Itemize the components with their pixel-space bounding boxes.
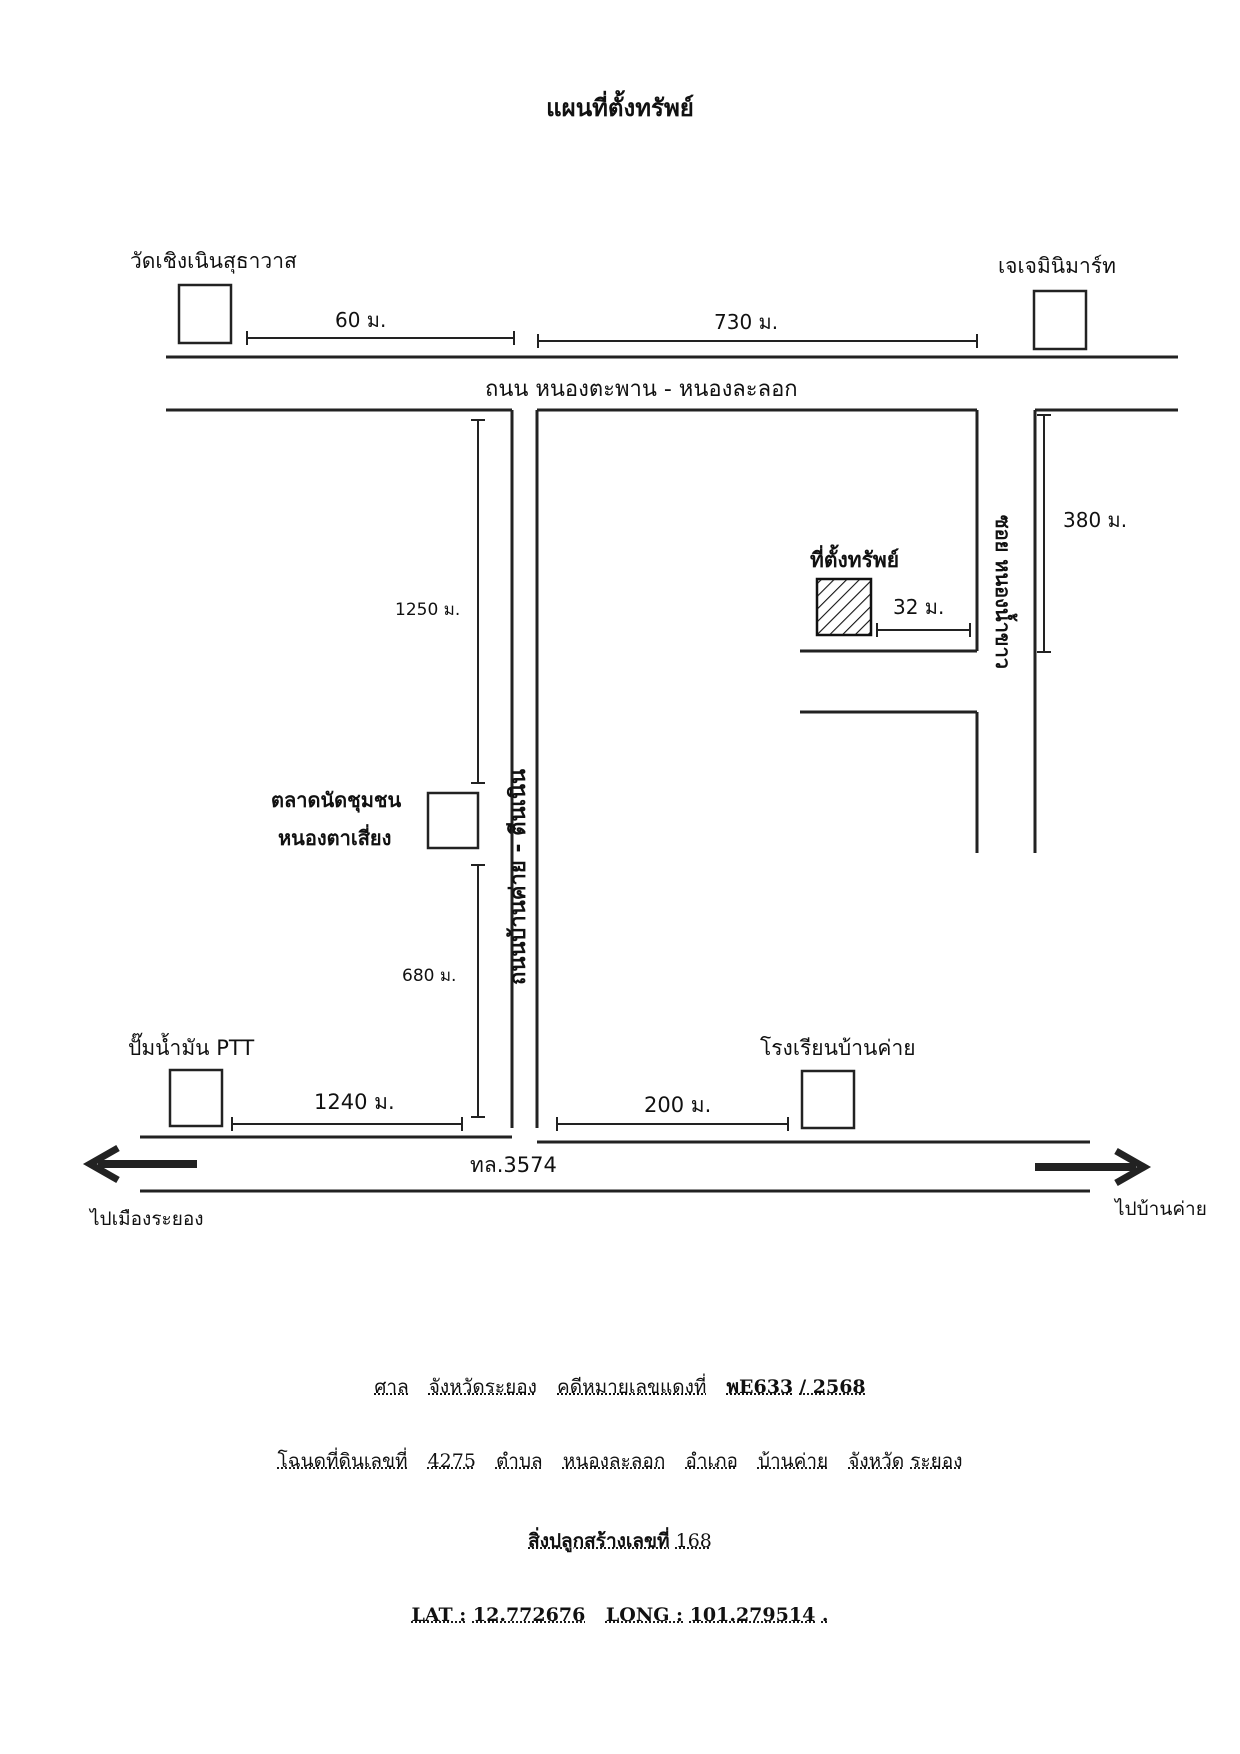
distance-200-label: 200 ม. [644,1093,711,1117]
distance-60-label: 60 ม. [335,308,386,332]
subdistrict-value: หนองละลอก [562,1450,666,1472]
vertical-road-label: ถนนบ้านค่าย - ตีนเนิน [506,769,531,985]
distance-380-label: 380 ม. [1063,508,1127,532]
case-year: / 2568 [799,1376,866,1398]
direction-right-label: ไปบ้านค่าย [1113,1198,1207,1220]
province-value: ระยอง [910,1450,963,1472]
distance-1240-label: 1240 ม. [314,1090,395,1114]
market-box [426,791,480,850]
minimart-label: เจเจมินิมาร์ท [998,254,1116,278]
highway-label: ทล.3574 [470,1153,557,1177]
long-label: LONG : [605,1604,684,1626]
distance-680-label: 680 ม. [402,966,456,986]
case-number: พE633 [726,1376,794,1398]
deed-number: 4275 [427,1450,476,1472]
building-number: 168 [675,1530,712,1552]
gas-station-box [168,1068,224,1128]
temple-box [177,283,233,345]
dimension-1240 [231,1117,463,1131]
coordinates-line: LAT : 12.772676 LONG : 101.279514 . [0,1604,1240,1626]
map-title: แผนที่ตั้งทรัพย์ [546,93,694,122]
temple-label: วัดเชิงเนินสุธาวาส [130,249,297,274]
soi-label: ซอย หนองน้ำขาว [991,515,1018,669]
dimension-200 [556,1117,789,1131]
distance-32-label: 32 ม. [893,595,944,619]
deed-info-line: โฉนดที่ดินเลขที่ 4275 ตำบล หนองละลอก อำเ… [0,1446,1240,1476]
arrow-right-icon [1035,1147,1152,1187]
district-label: อำเภอ [685,1450,738,1472]
school-label: โรงเรียนบ้านค่าย [760,1036,916,1060]
lat-label: LAT : [411,1604,467,1626]
lat-value: 12.772676 [472,1604,586,1626]
building-info-line: สิ่งปลูกสร้างเลขที่ 168 [0,1526,1240,1556]
coordinates-end: . [821,1604,829,1626]
dimension-1250 [471,419,485,784]
district-value: บ้านค่าย [757,1450,829,1472]
court-value: จังหวัดระยอง [428,1376,537,1398]
dimension-730 [537,334,978,348]
distance-1250-label: 1250 ม. [395,600,460,620]
minimart-box [1032,289,1088,351]
school-box [800,1069,856,1130]
long-value: 101.279514 [689,1604,816,1626]
deed-label: โฉนดที่ดินเลขที่ [277,1450,408,1472]
case-label: คดีหมายเลขแดงที่ [557,1376,707,1398]
direction-left-label: ไปเมืองระยอง [88,1208,204,1230]
market-label-line2: หนองตาเสี่ยง [278,823,391,850]
gas-station-label: ปั๊มน้ำมัน PTT [128,1032,254,1060]
dimension-680 [471,864,485,1118]
dimension-32 [876,623,971,637]
subdistrict-label: ตำบล [495,1450,543,1472]
market-label-line1: ตลาดนัดชุมชน [271,788,401,813]
property-label: ที่ตั้งทรัพย์ [810,544,899,572]
dimension-380 [1037,414,1051,653]
case-info-line: ศาล จังหวัดระยอง คดีหมายเลขแดงที่ พE633 … [0,1372,1240,1402]
top-road-label: ถนน หนองตะพาน - หนองละลอก [485,377,798,402]
property-hatch-box [815,577,873,637]
arrow-left-icon [82,1144,197,1184]
distance-730-label: 730 ม. [714,310,778,334]
building-label: สิ่งปลูกสร้างเลขที่ [528,1530,670,1552]
dimension-60 [246,331,515,345]
province-label: จังหวัด [848,1450,905,1472]
court-label: ศาล [374,1376,409,1398]
